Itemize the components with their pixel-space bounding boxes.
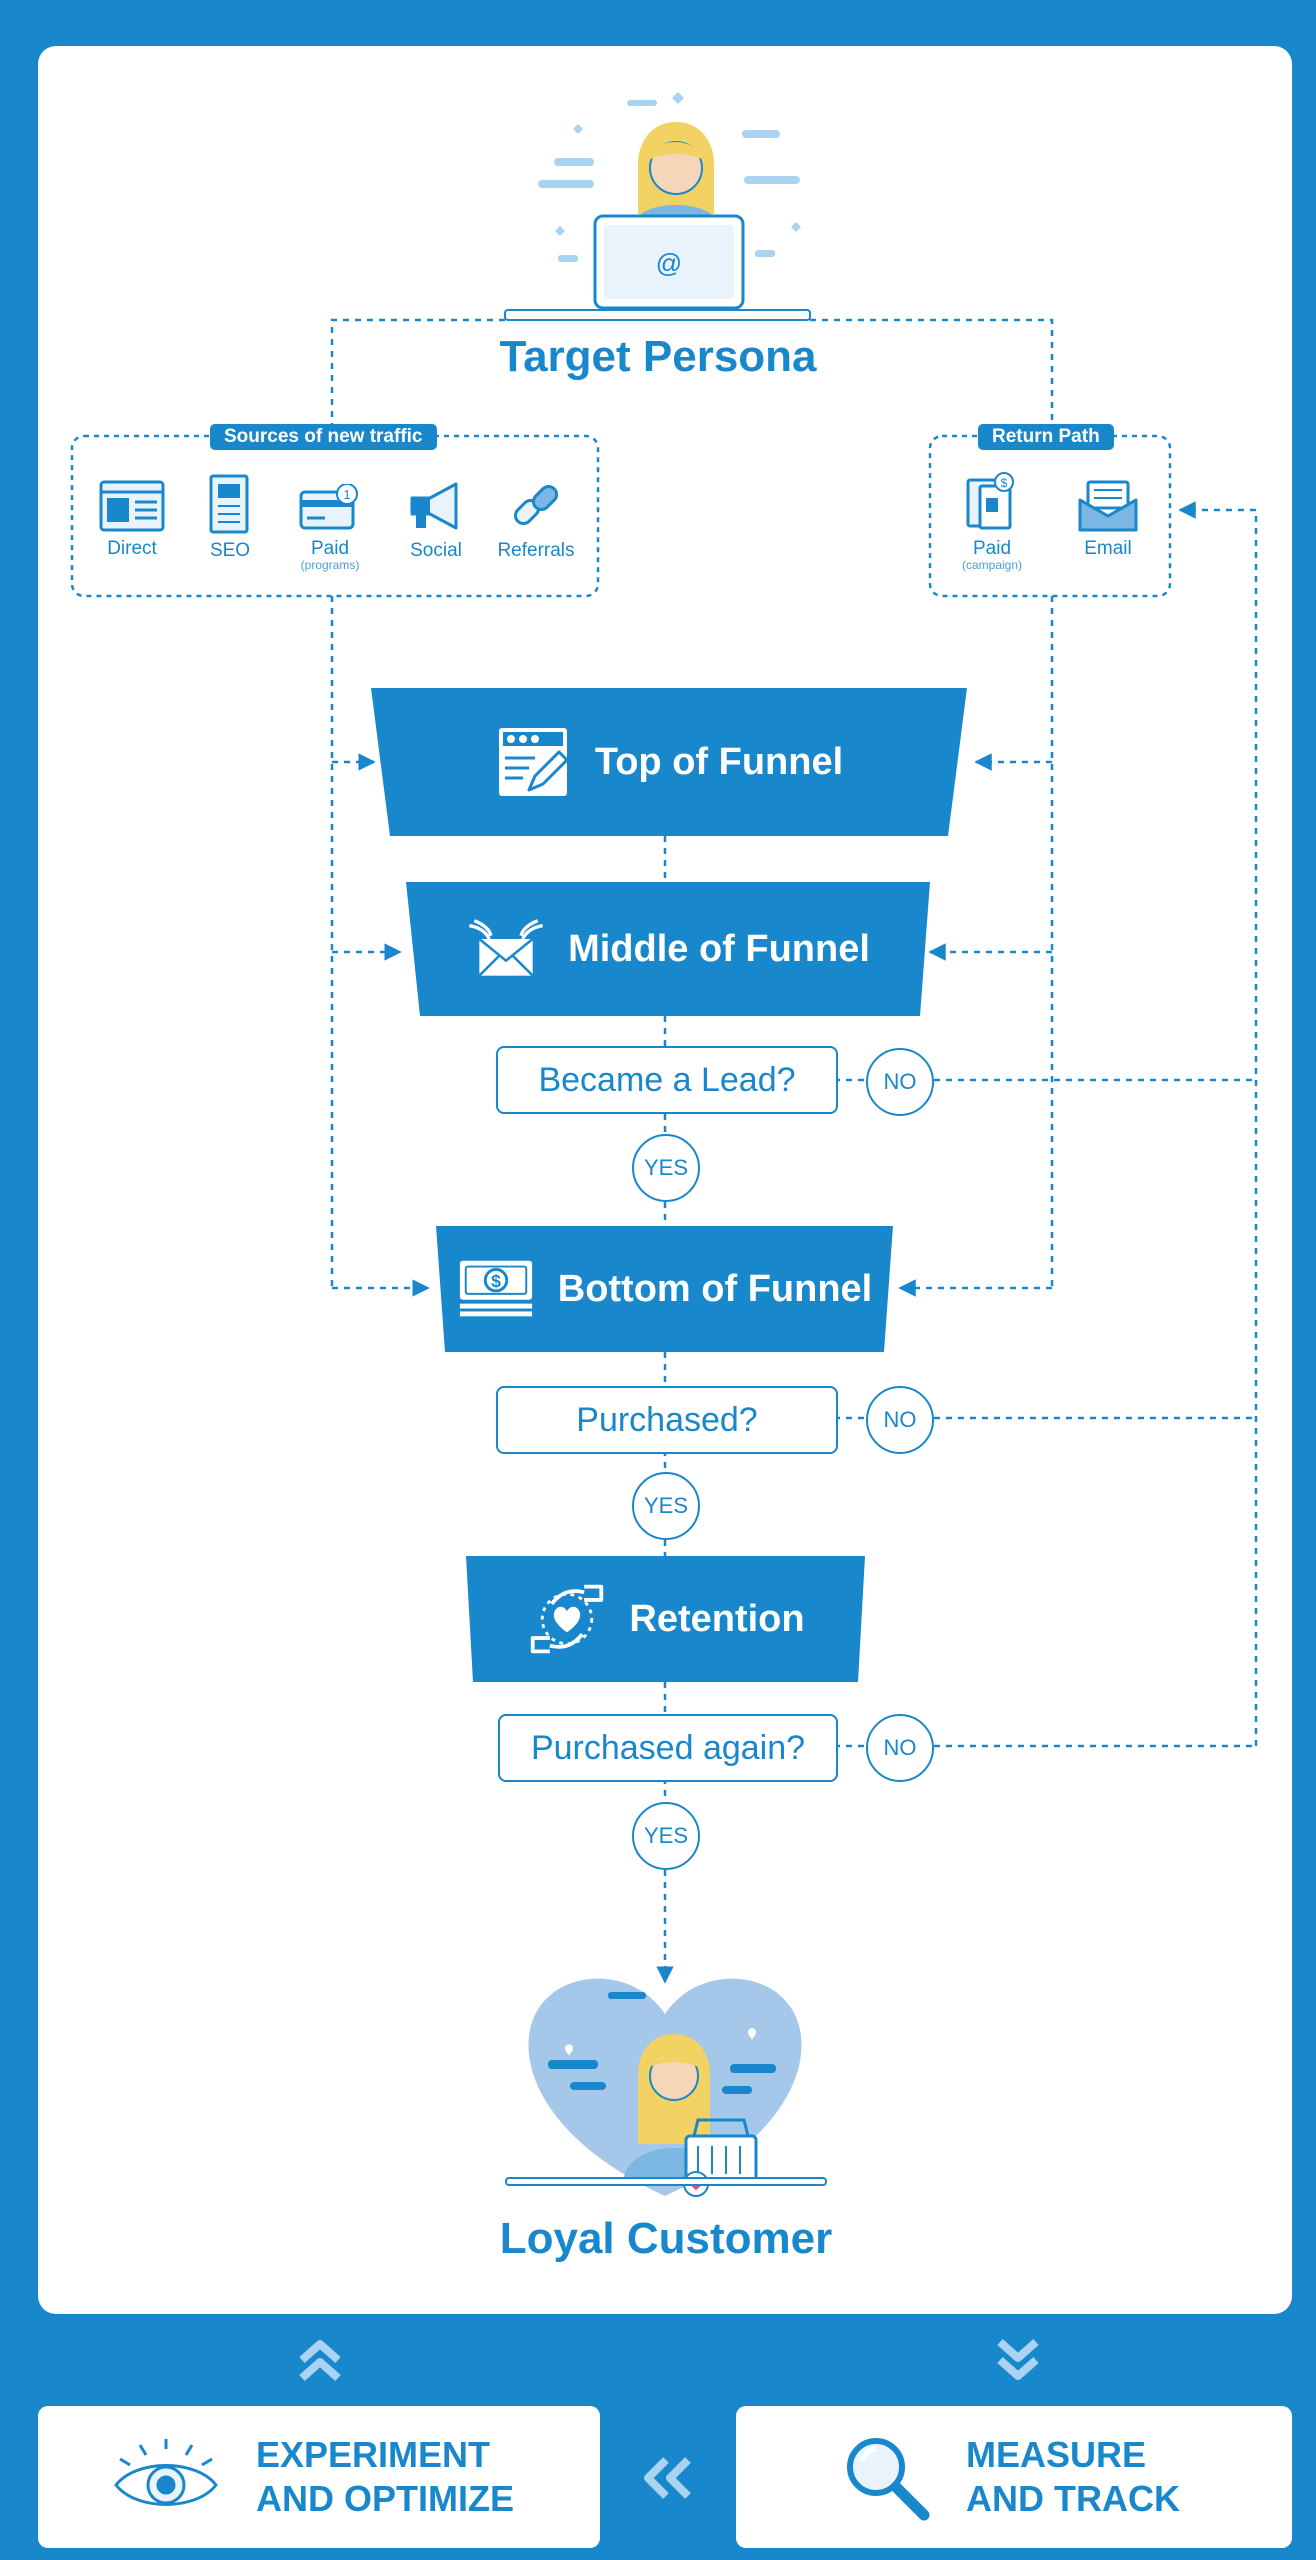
svg-text:1: 1 [343,487,350,502]
source-direct-label: Direct [107,538,157,559]
decision-purchased-again: Purchased again? [498,1714,838,1782]
measure-line2: AND TRACK [966,2478,1180,2519]
stage-middle-of-funnel[interactable]: Middle of Funnel [412,882,924,1016]
stage-top-of-funnel[interactable]: Top of Funnel [380,688,956,836]
experiment-line2: AND OPTIMIZE [256,2478,514,2519]
chevron-left-icon [644,2457,691,2499]
measure-text: MEASURE AND TRACK [966,2433,1180,2521]
decision-became-lead: Became a Lead? [496,1046,838,1114]
stage-bottom-of-funnel[interactable]: $ Bottom of Funnel [440,1226,888,1352]
credit-card-icon: 1 [299,484,358,530]
stage-middle-label: Middle of Funnel [568,927,870,970]
return-email-label: Email [1084,538,1132,559]
source-paid-programs[interactable]: 1 Paid (programs) [290,484,370,572]
loyal-customer-title: Loyal Customer [499,2214,833,2263]
magnifier-icon [847,2438,930,2521]
experiment-text: EXPERIMENT AND OPTIMIZE [256,2433,514,2521]
return-path-tag: Return Path [978,424,1114,450]
new-traffic-tag: Sources of new traffic [210,424,437,450]
browser-window-icon [99,480,165,532]
yes-purchased-circle: YES [632,1472,700,1540]
source-direct[interactable]: Direct [92,480,172,560]
no-again-circle: NO [866,1714,934,1782]
eye-icon [114,2439,218,2506]
stage-top-label: Top of Funnel [594,740,844,783]
svg-text:$: $ [491,1271,501,1291]
source-social[interactable]: Social [396,478,476,562]
source-seo[interactable]: SEO [190,474,270,562]
measure-line1: MEASURE [966,2434,1147,2475]
document-icon [209,474,249,534]
source-social-label: Social [410,540,462,561]
no-purchased-circle: NO [866,1386,934,1454]
return-paid-campaign[interactable]: $ Paid (campaign) [952,472,1032,572]
measure-track-card[interactable]: MEASURE AND TRACK [736,2406,1292,2548]
stage-bottom-label: Bottom of Funnel [557,1267,873,1310]
source-referrals-label: Referrals [497,540,575,561]
target-persona-title: Target Persona [499,332,817,381]
survey-pencil-icon [493,722,573,802]
hands-heart-icon [527,1579,607,1659]
svg-text:$: $ [1001,476,1008,490]
svg-text:@: @ [656,248,682,278]
megaphone-icon [410,482,458,530]
source-referrals[interactable]: Referrals [494,478,578,562]
decision-purchased: Purchased? [496,1386,838,1454]
link-icon [513,484,559,526]
chevron-down-icon [997,2339,1039,2380]
paid-campaign-icon: $ [966,472,1014,530]
stage-retention-label: Retention [629,1597,805,1640]
return-paid-label: Paid [972,538,1012,559]
source-seo-label: SEO [209,540,251,561]
experiment-optimize-card[interactable]: EXPERIMENT AND OPTIMIZE [38,2406,600,2548]
yes-lead-circle: YES [632,1134,700,1202]
experiment-line1: EXPERIMENT [256,2434,491,2475]
chevron-up-icon [299,2340,341,2381]
return-paid-sublabel: (campaign) [961,558,1023,572]
persona-illustration: @ [504,92,811,321]
yes-again-circle: YES [632,1802,700,1870]
winged-envelope-icon [466,909,546,989]
source-paid-sublabel: (programs) [300,558,360,572]
return-email[interactable]: Email [1068,480,1148,560]
email-icon [1078,480,1138,532]
source-paid-label: Paid [310,538,350,559]
loyal-customer-illustration [505,1978,827,2197]
stage-retention[interactable]: Retention [470,1556,862,1682]
money-bills-icon: $ [456,1249,536,1329]
no-lead-circle: NO [866,1048,934,1116]
